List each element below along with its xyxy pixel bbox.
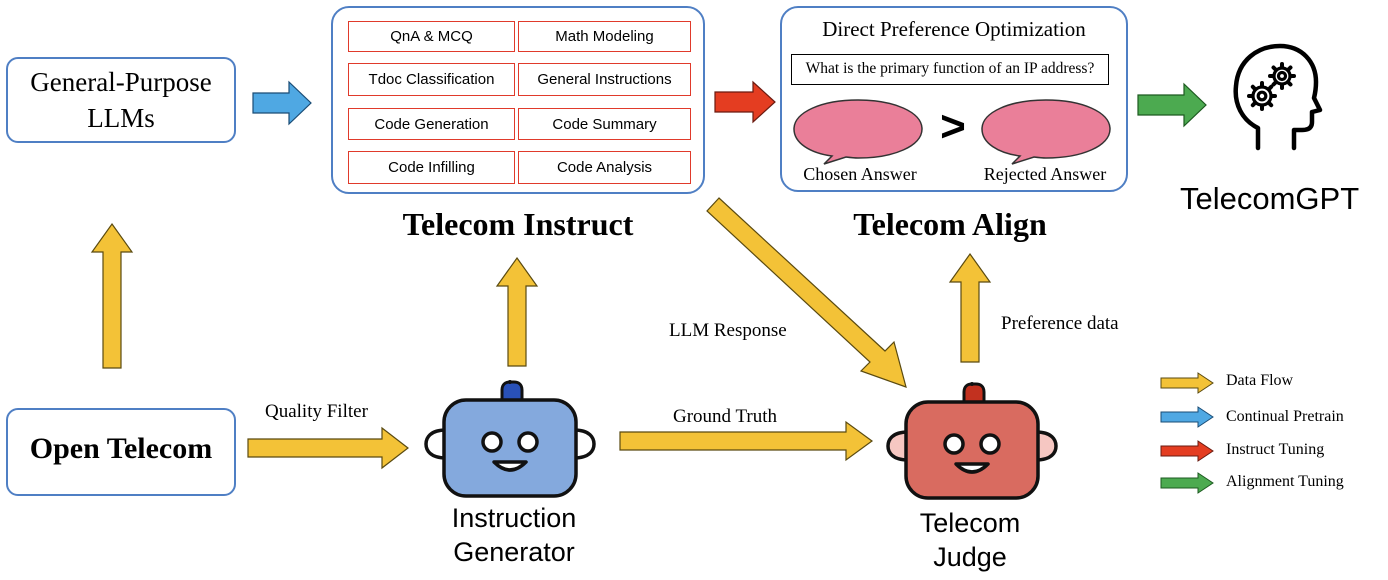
- rejected-bubble: [981, 99, 1111, 165]
- task-code-generation: Code Generation: [348, 108, 515, 140]
- task-math-modeling: Math Modeling: [518, 21, 691, 52]
- telecom-instruct-title: Telecom Instruct: [402, 206, 634, 242]
- arrow-preference-data: [948, 252, 992, 363]
- open-telecom-box: Open Telecom: [6, 408, 236, 496]
- arrow-llm-response: [706, 197, 907, 388]
- head-gears-icon: [1233, 43, 1323, 151]
- task-tdoc-classification: Tdoc Classification: [348, 63, 515, 96]
- legend-data-flow-arrow: [1160, 372, 1214, 394]
- legend-alignment-tuning-label: Alignment Tuning: [1226, 473, 1344, 490]
- dpo-title: Direct Preference Optimization: [822, 17, 1086, 41]
- ground-truth-label: Ground Truth: [673, 406, 777, 427]
- instruction-generator-line2: Generator: [453, 537, 575, 567]
- llm-response-label: LLM Response: [669, 320, 787, 341]
- arrow-generator-to-instruct: [495, 256, 539, 367]
- chosen-answer-label: Chosen Answer: [803, 164, 917, 184]
- legend-continual-pretrain-label: Continual Pretrain: [1226, 408, 1344, 425]
- telecom-instruct-box: QnA & MCQ Math Modeling Tdoc Classificat…: [331, 6, 705, 194]
- robot-icon: [886, 382, 1058, 500]
- arrow-continual-pretrain: [252, 80, 312, 126]
- robot-icon: [424, 380, 596, 498]
- arrow-quality-filter: [247, 426, 409, 470]
- legend-instruct-tuning-arrow: [1160, 440, 1214, 462]
- open-telecom-label: Open Telecom: [29, 432, 213, 465]
- task-code-infilling: Code Infilling: [348, 151, 515, 184]
- preference-data-label: Preference data: [1001, 313, 1119, 334]
- telecomgpt-label: TelecomGPT: [1180, 181, 1360, 216]
- legend: Data Flow Continual Pretrain Instruct Tu…: [1160, 368, 1380, 498]
- task-code-summary: Code Summary: [518, 108, 691, 140]
- legend-instruct-tuning-label: Instruct Tuning: [1226, 441, 1325, 458]
- legend-alignment-tuning-arrow: [1160, 472, 1214, 494]
- general-llms-box: General-Purpose LLMs: [6, 57, 236, 143]
- legend-continual-pretrain-arrow: [1160, 406, 1214, 428]
- telecom-judge-line1: Telecom: [919, 508, 1021, 538]
- comparator-greater-than: >: [940, 102, 966, 151]
- telecom-align-box: Direct Preference Optimization What is t…: [780, 6, 1128, 192]
- task-qna-mcq: QnA & MCQ: [348, 21, 515, 52]
- task-code-analysis: Code Analysis: [518, 151, 691, 184]
- arrow-instruct-tuning: [714, 80, 776, 124]
- general-llms-line2: LLMs: [87, 103, 155, 133]
- telecom-judge-line2: Judge: [933, 542, 1007, 572]
- dpo-question: What is the primary function of an IP ad…: [791, 54, 1109, 85]
- arrow-alignment-tuning: [1137, 82, 1207, 128]
- chosen-bubble: [793, 99, 923, 165]
- arrow-open-to-llms: [90, 222, 134, 369]
- legend-data-flow-label: Data Flow: [1226, 372, 1294, 389]
- task-general-instructions: General Instructions: [518, 63, 691, 96]
- quality-filter-label: Quality Filter: [265, 401, 368, 422]
- rejected-answer-label: Rejected Answer: [983, 164, 1107, 184]
- telecom-align-title: Telecom Align: [853, 206, 1047, 242]
- arrow-ground-truth: [619, 420, 874, 462]
- general-llms-line1: General-Purpose: [30, 67, 212, 97]
- instruction-generator-line1: Instruction: [451, 503, 577, 533]
